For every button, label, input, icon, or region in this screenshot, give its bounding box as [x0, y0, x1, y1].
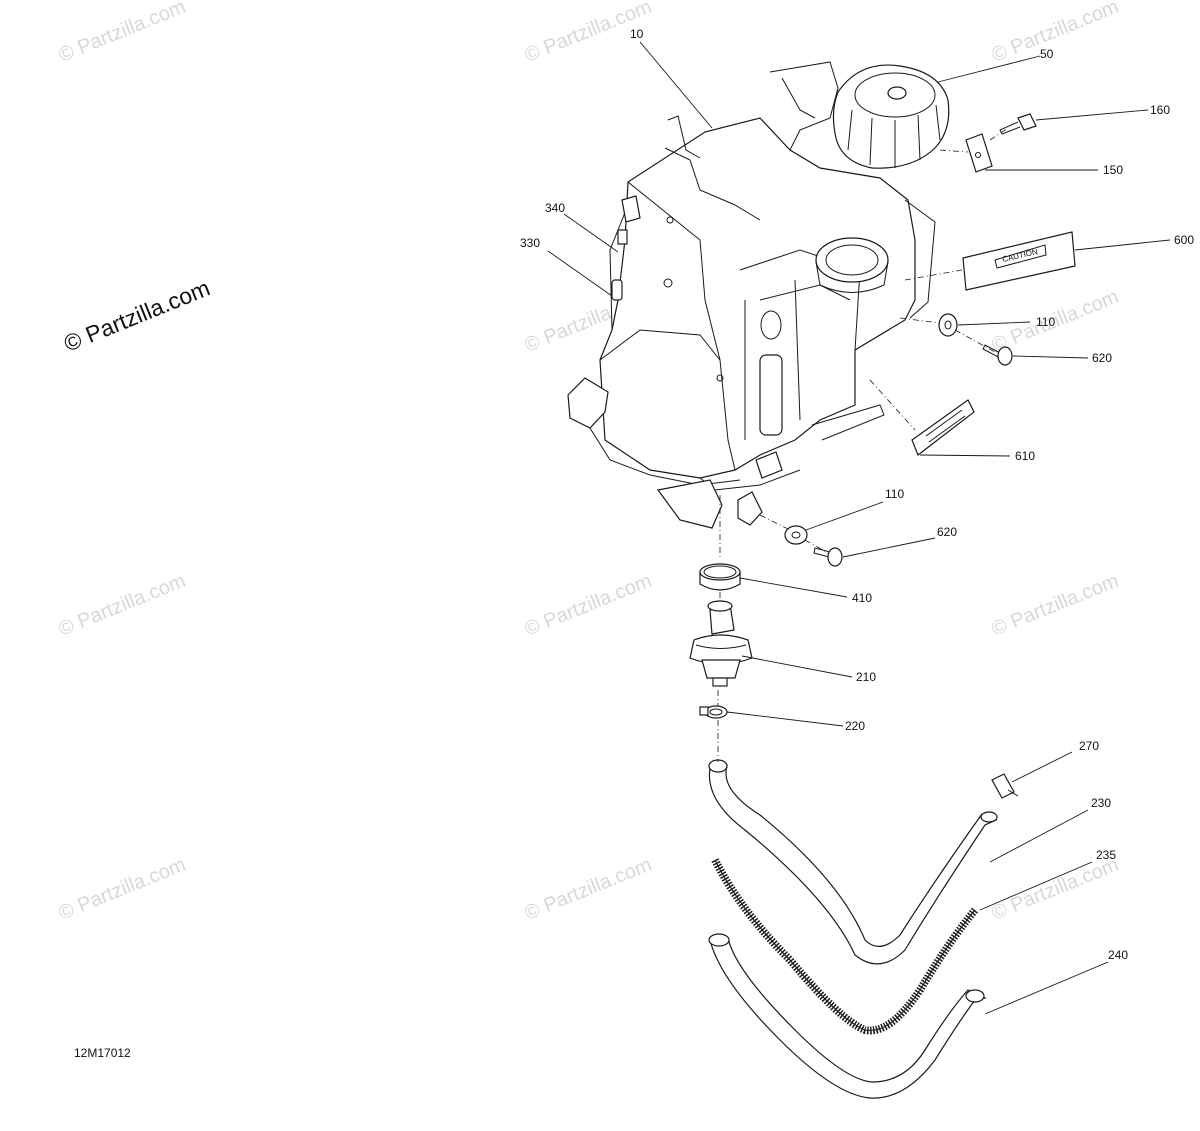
- callout-110-lower: 110: [885, 487, 904, 501]
- callout-330: 330: [520, 236, 540, 250]
- watermark-grid: © Partzilla.com © Partzilla.com © Partzi…: [56, 0, 1122, 925]
- fitting-270: [991, 773, 1019, 799]
- caution-label: CAUTION: [962, 231, 1076, 291]
- callout-340: 340: [545, 201, 565, 215]
- warning-label-610: [911, 399, 975, 456]
- callout-270: 270: [1079, 739, 1099, 753]
- watermark: © Partzilla.com: [989, 0, 1122, 67]
- hose-240: [708, 933, 987, 1099]
- assembly-center-lines: [717, 127, 1009, 762]
- hose-230: [708, 759, 998, 965]
- callout-220: 220: [845, 719, 865, 733]
- callout-410: 410: [852, 591, 872, 605]
- washer-110-lower: [784, 525, 808, 545]
- watermark: © Partzilla.com: [522, 570, 655, 641]
- watermark: © Partzilla.com: [56, 854, 189, 925]
- watermark: © Partzilla.com: [989, 570, 1122, 641]
- screw-620-upper: [982, 344, 1013, 366]
- callout-10: 10: [630, 27, 644, 41]
- callout-210: 210: [856, 670, 876, 684]
- callout-620-lower: 620: [937, 525, 957, 539]
- callout-620-upper: 620: [1092, 351, 1112, 365]
- watermark: © Partzilla.com: [56, 0, 189, 67]
- clamp-220: [699, 705, 728, 719]
- callout-50: 50: [1040, 47, 1054, 61]
- screw-620-lower: [813, 547, 843, 567]
- drawing-code: 12M17012: [74, 1046, 131, 1060]
- leader-lines: [547, 41, 1171, 1015]
- callout-240: 240: [1108, 948, 1128, 962]
- callout-230: 230: [1091, 796, 1111, 810]
- oil-tank: [567, 61, 936, 529]
- partzilla-watermark: © Partzilla.com: [60, 274, 213, 356]
- valve-210: [689, 600, 753, 687]
- callout-110-upper: 110: [1036, 315, 1055, 329]
- washer-110-upper: [938, 313, 958, 337]
- watermark: © Partzilla.com: [522, 854, 655, 925]
- callout-600: 600: [1174, 233, 1194, 247]
- callout-610: 610: [1015, 449, 1035, 463]
- watermark: © Partzilla.com: [989, 854, 1122, 925]
- screw-160: [999, 113, 1037, 135]
- callout-150: 150: [1103, 163, 1123, 177]
- clamp-410: [699, 563, 741, 591]
- callout-numbers: 10 50 160 150 600 340 330 110 620 610 11…: [520, 27, 1194, 962]
- watermark: © Partzilla.com: [56, 570, 189, 641]
- watermark: © Partzilla.com: [989, 286, 1122, 357]
- filler-cap: [832, 64, 950, 169]
- callout-160: 160: [1150, 103, 1170, 117]
- callout-235: 235: [1096, 848, 1116, 862]
